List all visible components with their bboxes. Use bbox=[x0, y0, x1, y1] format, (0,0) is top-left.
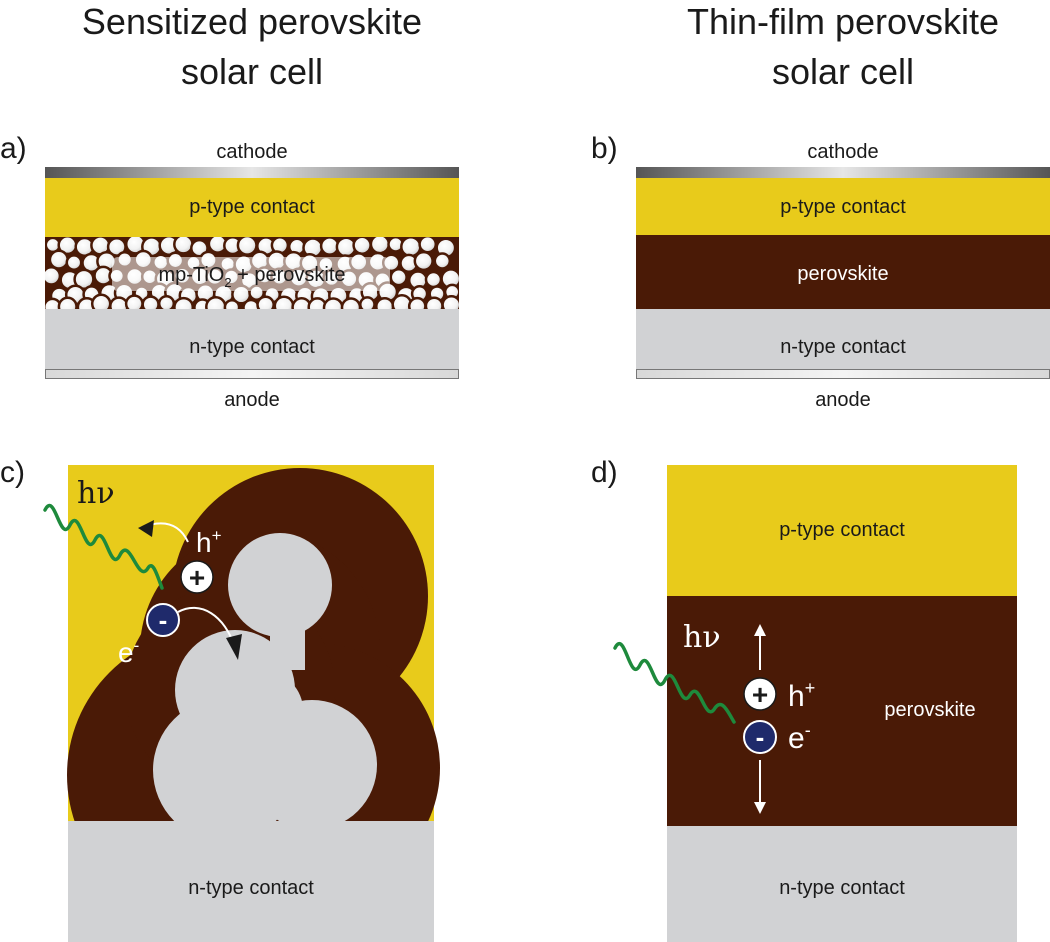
tio2-nanoparticle bbox=[369, 237, 391, 255]
tio2-nanoparticle bbox=[65, 254, 83, 272]
panel-d-electron-label: e- bbox=[788, 720, 811, 755]
tio2-nanoparticle bbox=[173, 296, 195, 309]
panel-a-meso-label: mp-TiO2 + perovskite bbox=[158, 264, 345, 290]
panel-c-electron-symbol: - bbox=[159, 605, 168, 635]
panel-b-anode-layer bbox=[636, 369, 1050, 379]
panel-c-hole-arrow-head bbox=[138, 520, 154, 537]
panel-c-photon-wave bbox=[43, 504, 164, 590]
tio2-nanoparticle bbox=[45, 266, 62, 286]
panel-c-hole-circle bbox=[180, 560, 214, 594]
panel-c-label: c) bbox=[0, 456, 25, 489]
panel-b: b) cathode p-type contact perovskite n-t… bbox=[591, 132, 1050, 411]
left-title: Sensitized perovskite solar cell bbox=[82, 1, 422, 92]
panel-a-mesoporous-layer bbox=[45, 237, 459, 309]
right-title-line2: solar cell bbox=[772, 51, 914, 92]
panel-b-anode-label: anode bbox=[815, 389, 871, 411]
panel-b-cathode-label: cathode bbox=[807, 141, 878, 163]
tio2-nanoparticle bbox=[157, 294, 176, 309]
panel-d-photon-wave bbox=[613, 642, 736, 724]
panel-c-hole-symbol: + bbox=[189, 562, 205, 593]
panel-c-electron-letter: e bbox=[118, 637, 134, 668]
panel-c-electron-sup: - bbox=[134, 636, 140, 655]
tio2-nanoparticle bbox=[57, 296, 78, 309]
panel-a-p-contact-layer bbox=[45, 178, 459, 237]
panel-a-cathode-label: cathode bbox=[216, 141, 287, 163]
panel-b-perovskite-layer bbox=[636, 235, 1050, 309]
left-title-line2: solar cell bbox=[181, 51, 323, 92]
panel-d-electron-sup: - bbox=[805, 720, 811, 740]
panel-d-photon-label: hν bbox=[683, 620, 721, 655]
panel-c-photon-label: hν bbox=[77, 476, 115, 511]
panel-d-electron-letter: e bbox=[788, 722, 805, 755]
tio2-nanoparticle bbox=[424, 270, 443, 289]
tio2-nanoparticle bbox=[359, 296, 376, 309]
panel-d-hole-label: h+ bbox=[788, 678, 815, 713]
panel-b-label: b) bbox=[591, 132, 618, 165]
panel-c-hole-letter: h bbox=[196, 527, 212, 558]
panel-a-cathode-layer bbox=[45, 167, 459, 178]
panel-c-electron-circle bbox=[146, 603, 180, 637]
right-title: Thin-film perovskite solar cell bbox=[687, 1, 999, 92]
panel-d-perovskite-label: perovskite bbox=[884, 699, 975, 721]
panel-d-hole-sup: + bbox=[805, 678, 816, 698]
panel-a-meso-main: mp-TiO bbox=[158, 264, 224, 286]
panel-d-label: d) bbox=[591, 456, 618, 489]
tio2-nanoparticle bbox=[236, 237, 258, 256]
tio2-nanoparticle bbox=[389, 268, 408, 287]
panel-b-p-contact-label: p-type contact bbox=[780, 196, 906, 218]
panel-d-hole-circle bbox=[743, 677, 777, 711]
panel-d-electron-symbol: - bbox=[756, 722, 765, 752]
panel-c-hole-sup: + bbox=[212, 526, 222, 545]
panel-d: d) p-type contact perovskite n-type cont… bbox=[591, 456, 1017, 942]
tio2-nanoparticle bbox=[223, 298, 241, 309]
panel-d-hole-letter: h bbox=[788, 680, 805, 713]
panel-a-p-contact-label: p-type contact bbox=[189, 196, 315, 218]
panel-a-meso-subscript: 2 bbox=[224, 275, 231, 290]
panel-a-n-contact-label: n-type contact bbox=[189, 336, 315, 358]
panel-a-anode-label: anode bbox=[224, 389, 280, 411]
panel-d-p-contact-label: p-type contact bbox=[779, 519, 905, 541]
panel-c-hole-label: h+ bbox=[196, 526, 222, 558]
panel-d-n-contact-region bbox=[667, 826, 1017, 942]
panel-a-n-contact-layer bbox=[45, 309, 459, 369]
panel-d-electron-circle bbox=[743, 720, 777, 754]
tio2-nanoparticle bbox=[352, 237, 372, 255]
tio2-nanoparticle bbox=[433, 252, 452, 270]
panel-a-label: a) bbox=[0, 132, 27, 165]
panel-c: c) n-type contact hν + h+ - e- bbox=[0, 456, 440, 942]
panel-c-electron-arrow-head bbox=[226, 634, 242, 660]
tio2-nanoparticle bbox=[413, 250, 434, 272]
tio2-nanoparticle bbox=[48, 249, 69, 270]
tio2-nanoparticle bbox=[173, 237, 194, 255]
panel-b-n-contact-label: n-type contact bbox=[780, 336, 906, 358]
panel-c-electron-label: e- bbox=[118, 636, 139, 668]
right-title-line1: Thin-film perovskite bbox=[687, 1, 999, 42]
tio2-nanoparticle bbox=[441, 294, 459, 309]
panel-d-p-contact-region bbox=[667, 465, 1017, 596]
panel-b-p-contact-layer bbox=[636, 178, 1050, 235]
panel-b-cathode-layer bbox=[636, 167, 1050, 178]
panel-a: a) cathode p-type contact mp-TiO2 + pero… bbox=[0, 132, 459, 411]
panel-b-n-contact-layer bbox=[636, 309, 1050, 369]
panel-d-n-contact-label: n-type contact bbox=[779, 877, 905, 899]
tio2-nanoparticle bbox=[418, 237, 438, 254]
panel-b-perovskite-label: perovskite bbox=[797, 263, 888, 285]
panel-a-meso-rest: + perovskite bbox=[232, 264, 346, 286]
left-title-line1: Sensitized perovskite bbox=[82, 1, 422, 42]
panel-c-tio2-particles bbox=[153, 533, 377, 842]
panel-c-n-contact-region bbox=[68, 821, 434, 942]
panel-a-anode-layer bbox=[45, 369, 459, 379]
panel-a-meso-label-backdrop bbox=[112, 257, 390, 291]
panel-c-n-contact-label: n-type contact bbox=[188, 877, 314, 899]
tio2-nanoparticle bbox=[73, 268, 95, 290]
panel-d-hole-symbol: + bbox=[752, 679, 768, 710]
